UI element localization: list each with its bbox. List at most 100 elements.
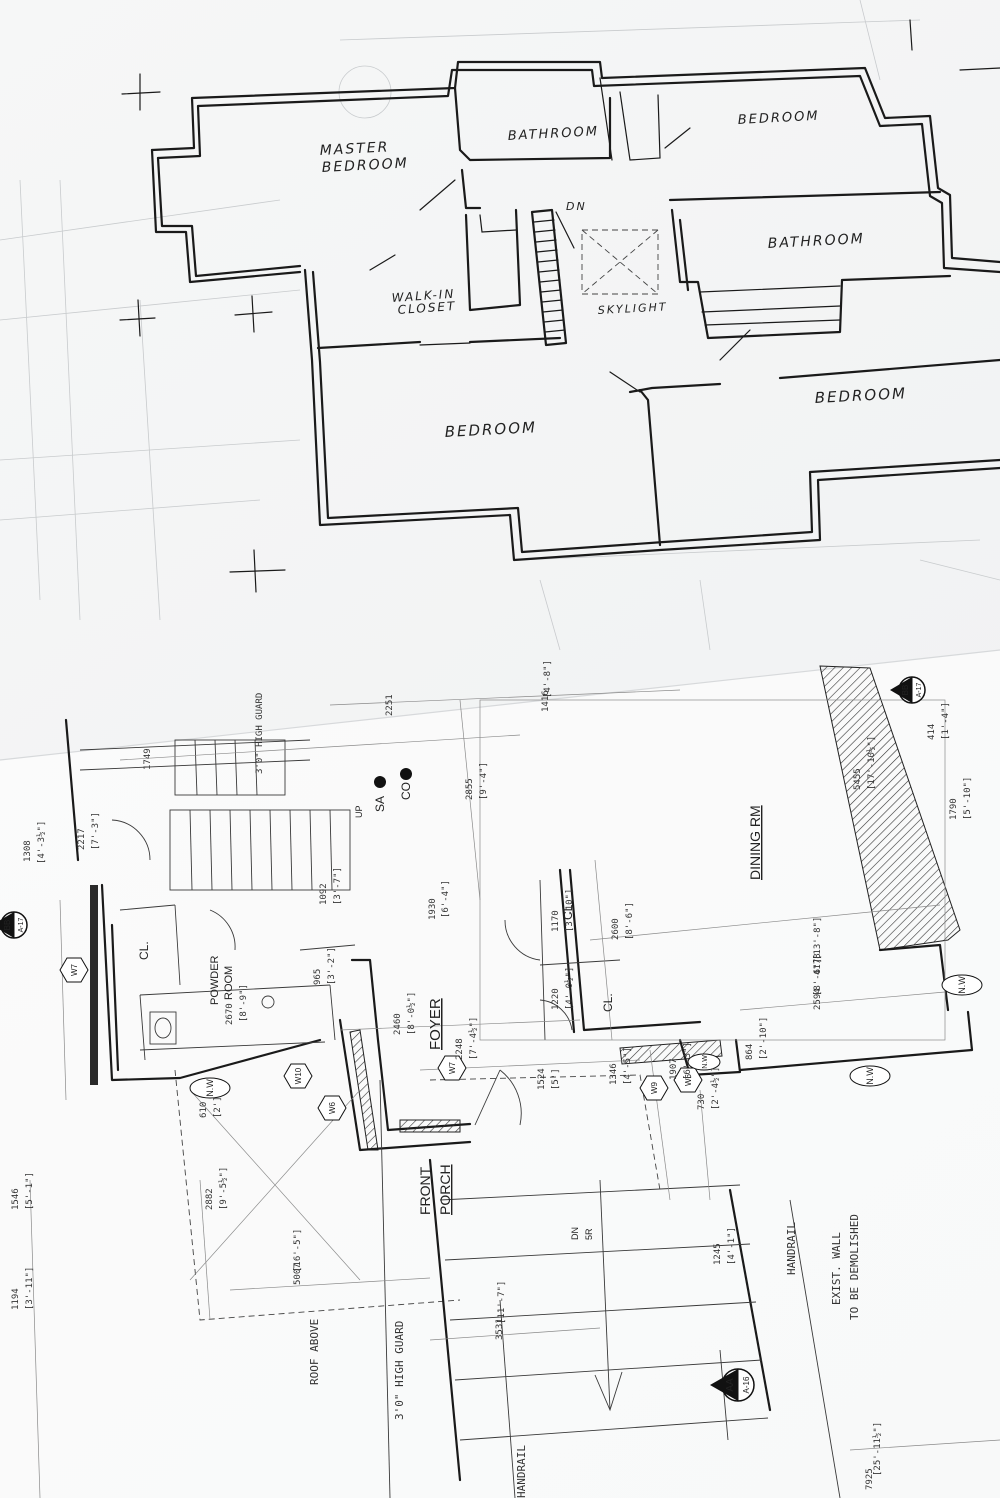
svg-text:W9: W9 [650,1081,659,1094]
room-label-bedroom-center: BEDROOM [444,418,537,441]
dimension-label: [7'-3"] [91,812,101,850]
dimension-label: 864 [745,1044,755,1060]
dimension-label: 1546 [11,1188,21,1210]
dimension-label: [2'-4½"] [710,1067,721,1110]
room-label-closet-right-bottom: CL. [601,993,615,1012]
svg-text:W6: W6 [328,1101,337,1114]
room-label-front-porch: FRONT [417,1166,433,1215]
svg-text:A-17: A-17 [18,918,25,933]
dimension-label: [17'-10½"] [866,736,877,790]
stair-label-up: UP [354,805,364,818]
upper-sheet: MASTER BEDROOM BATHROOM BEDROOM BATHROOM… [0,0,1000,760]
svg-text:N.W: N.W [865,1067,875,1085]
dimension-label: [4'-3½"] [36,821,47,864]
dimension-label: [7'-4½"] [468,1017,479,1060]
dimension-label: 1416 [541,690,551,712]
dimension-label: 5455 [853,768,863,790]
room-label-walk-in-closet-2: CLOSET [397,299,457,317]
dimension-label: [6'-3"] [683,1042,693,1080]
dimension-label: [4'-0½"] [564,967,575,1010]
dimension-label: [16'-5"] [293,1229,303,1272]
dimension-label: [3'-7"] [333,867,343,905]
dimension-label: 2855 [465,778,475,800]
dimension-label: [8'-6"] [625,902,635,940]
dimension-label: [3'-10"] [565,889,575,932]
skylight-outline [581,229,659,295]
room-label-closet-right-top: CL. [561,901,575,920]
note-guard: 3'0" HIGH GUARD [393,1321,406,1420]
wall-tag-w6: W6 [317,1095,347,1121]
room-label-foyer: FOYER [427,998,444,1050]
leader-lines [369,127,751,393]
svg-text:AA: AA [725,1378,736,1392]
registration-marks [119,19,1000,593]
upper-stair [530,208,575,347]
dimension-label: 1907 [669,1058,679,1080]
dimension-label: 2600 [611,918,621,940]
dimension-label: 1790 [949,798,959,820]
room-label-powder-2: ROOM [223,966,235,1000]
svg-text:W10: W10 [294,1067,303,1084]
room-label-closet-left: CL. [137,941,151,960]
dimension-label: 1346 [609,1063,619,1085]
room-label-master-bedroom: MASTER [319,139,389,159]
dimension-label: [2'-10"] [759,1017,769,1060]
svg-text:N.W: N.W [702,1055,709,1069]
dimension-label: 1308 [23,840,33,862]
dimension-label: 2882 [205,1188,215,1210]
dimension-label: 1930 [428,898,438,920]
dimension-label: 1749 [143,748,153,770]
dimension-label: [3'-11"] [25,1267,35,1310]
dimension-label: [4'-5"] [623,1047,633,1085]
room-label-bedroom-ne: BEDROOM [737,109,820,128]
dimension-label: [1'-4"] [941,702,951,740]
room-label-front-porch-2: PORCH [437,1164,453,1215]
co-detector-dot [400,768,412,780]
svg-text:BB: BB [3,920,12,931]
lower-sheet: BB A-17 BB A-17 AA A-16 W6 W7 [0,649,1000,1498]
svg-text:N.W: N.W [205,1079,215,1097]
dimension-label: [4'-8"] [543,660,553,698]
dimension-label: 2460 [393,1013,403,1035]
room-label-master-bedroom-2: BEDROOM [321,155,409,176]
room-label-bedroom-se: BEDROOM [814,384,907,407]
tracing-paper [0,0,1000,760]
wall-tag-w9: W9 [639,1075,669,1101]
cad-paper [0,650,1000,1498]
window-tag-4: N.W [687,1053,721,1071]
window-tag-1: N.W [189,1077,231,1099]
dimension-label: [9'-5½"] [218,1167,229,1210]
dimension-label: [9'-4"] [479,762,489,800]
window-tag-2: N.W [849,1065,891,1087]
svg-text:W7: W7 [70,963,79,976]
room-label-dining: DINING RM [747,805,763,880]
room-label-bathroom-2: BATHROOM [767,231,865,252]
section-marker-aa: AA A-16 [710,1368,755,1402]
dimension-label: [4'-1"] [727,1227,737,1265]
dimension-label: 1194 [11,1288,21,1310]
svg-text:A-16: A-16 [742,1376,751,1393]
stair-label-dn-lower: DN [570,1227,580,1240]
dimension-label: 3'0" HIGH GUARD [255,693,265,774]
dimension-label: 965 [313,969,323,985]
upper-floor-walls [150,60,1000,562]
dimension-label: [8'-9"] [239,984,249,1022]
svg-text:W7: W7 [448,1061,457,1074]
dimension-label: 1245 [713,1243,723,1265]
dimension-label: [2'] [213,1096,223,1118]
dimension-label: [3'-2"] [327,947,337,985]
note-roof-above: ROOF ABOVE [308,1319,321,1385]
dimension-label: 1170 [551,910,561,932]
room-label-skylight: SKYLIGHT [597,300,667,317]
wall-tag-w10: W10 [283,1063,313,1089]
room-label-walk-in-closet: WALK-IN [391,287,455,305]
dimension-label: 2217 [77,828,87,850]
dimension-label: 1220 [551,988,561,1010]
stair-label-5r: 5R [584,1228,594,1240]
dimension-label: 730 [697,1094,707,1110]
section-marker-bb-right: BB A-17 [890,676,926,704]
dimension-label: 3531 [495,1318,505,1340]
dimension-label: 2594 [813,988,823,1010]
room-label-bathroom: BATHROOM [507,124,599,144]
wall-tags: W6 W7 W9 W10 W6 W7 [59,957,983,1121]
